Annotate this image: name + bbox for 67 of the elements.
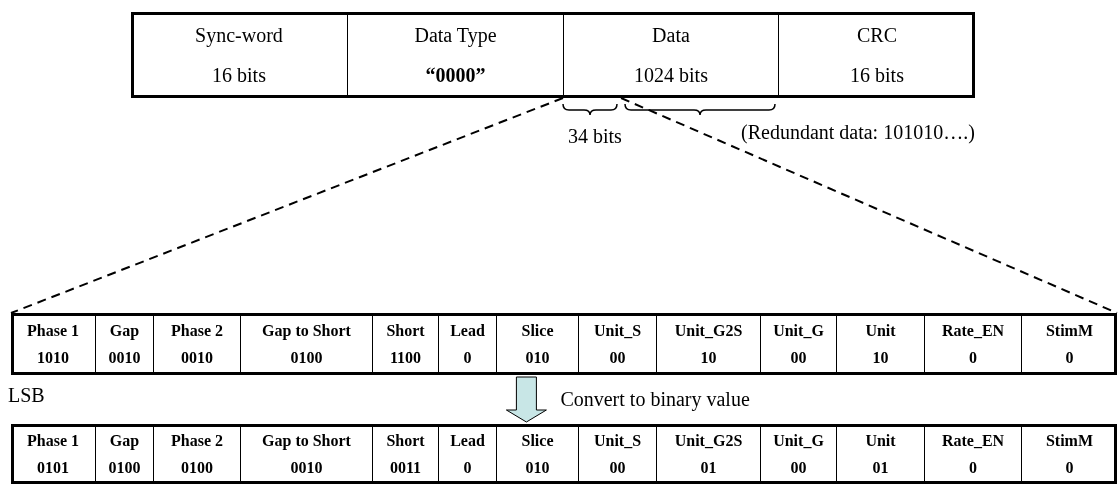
field-value: 0010 — [108, 348, 141, 368]
bit-field-bar — [11, 313, 1117, 375]
field-name: Phase 2 — [171, 321, 223, 341]
field-value: 1100 — [389, 348, 422, 368]
field-name: Phase 1 — [27, 321, 79, 341]
field-value: 0010 — [181, 348, 213, 368]
field-name: Unit_G2S — [674, 321, 743, 341]
field-name: Gap — [109, 431, 140, 452]
field-value: 00 — [609, 348, 626, 368]
field-value: 0 — [969, 348, 977, 368]
field-name: Short — [386, 431, 425, 451]
field-value: 0 — [463, 348, 472, 368]
field-name: Unit_G2S — [674, 431, 743, 451]
field-value: 0100 — [290, 348, 323, 368]
size-note: (Redundant data: 101010….) — [741, 121, 975, 144]
field-value: 00 — [609, 458, 626, 478]
field-name: Short — [386, 321, 425, 341]
field-name: Gap — [109, 321, 140, 342]
field-value: 00 — [790, 348, 807, 368]
field-value: 0 — [1065, 458, 1074, 478]
field-value: 10 — [700, 348, 717, 368]
field-name: Slice — [521, 321, 554, 341]
field-name: Slice — [521, 431, 554, 451]
field-value: 1024 bits — [634, 63, 708, 88]
field-value: 0011 — [389, 458, 422, 478]
field-name: Lead — [450, 431, 485, 451]
field-value: 0100 — [108, 458, 141, 478]
field-name: Unit_G — [773, 321, 824, 341]
field-name: CRC — [857, 23, 897, 48]
field-name: Data — [652, 23, 690, 48]
field-value: 0101 — [37, 458, 69, 478]
field-name: Unit — [865, 431, 896, 451]
field-name: Unit_G — [773, 431, 824, 451]
field-value: 010 — [525, 348, 550, 368]
field-name: Unit_S — [593, 431, 642, 451]
field-name: Gap to Short — [262, 321, 351, 342]
field-value: 0100 — [181, 458, 213, 478]
field-name: Rate_EN — [941, 431, 1005, 451]
block-arrow — [505, 376, 547, 423]
field-value: 01 — [700, 458, 717, 478]
field-value: 01 — [872, 458, 889, 478]
field-value: 16 bits — [850, 63, 904, 88]
field-value: 1010 — [37, 348, 69, 368]
field-value: 010 — [525, 458, 550, 478]
field-name: Phase 1 — [27, 431, 79, 451]
field-name: StimM — [1045, 321, 1094, 341]
field-name: Lead — [450, 321, 485, 341]
field-name: Unit_S — [593, 321, 642, 341]
field-name: Data Type — [414, 23, 497, 49]
field-value: 0 — [1065, 348, 1074, 368]
field-name: Unit — [865, 321, 896, 341]
field-value: 0 — [463, 458, 472, 478]
size-note: 34 bits — [568, 125, 622, 148]
field-value: 00 — [790, 458, 807, 478]
bit-field-bar — [11, 424, 1117, 484]
field-name: Rate_EN — [941, 321, 1005, 341]
field-value: “0000” — [425, 63, 486, 88]
field-value: 16 bits — [212, 63, 266, 88]
dashed-line — [10, 97, 564, 314]
field-name: Gap to Short — [262, 431, 351, 452]
field-name: StimM — [1045, 431, 1094, 451]
field-name: Sync-word — [195, 23, 283, 49]
field-value: 0 — [969, 458, 977, 478]
bit-order-label: LSB — [8, 384, 45, 407]
field-name: Phase 2 — [171, 431, 223, 451]
field-value: 10 — [872, 348, 889, 368]
field-value: 0010 — [290, 458, 323, 478]
